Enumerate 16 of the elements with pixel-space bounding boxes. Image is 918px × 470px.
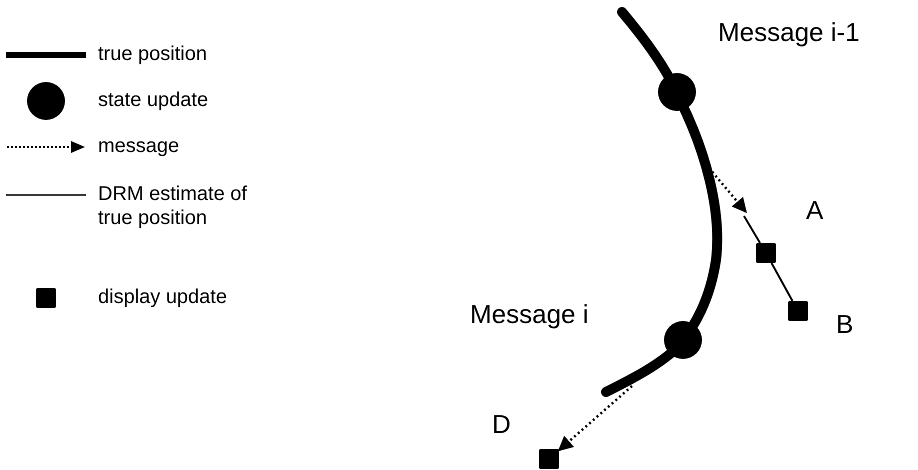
point-label: A (806, 196, 824, 225)
legend-text: DRM estimate of true position (98, 182, 248, 230)
display-square (539, 449, 559, 469)
legend-text: true position (98, 42, 208, 66)
line (770, 262, 794, 302)
legend-text: display update (98, 285, 228, 309)
legend-text: message (98, 134, 180, 158)
line (743, 215, 761, 244)
message-label: Message i (470, 300, 588, 329)
message-label: Message i-1 (718, 18, 860, 47)
display-square (756, 243, 776, 263)
dotted-arrow (558, 385, 633, 452)
point-label: B (836, 310, 854, 339)
legend-text: state update (98, 88, 210, 112)
display-square (788, 301, 808, 321)
point-label: D (492, 410, 511, 439)
